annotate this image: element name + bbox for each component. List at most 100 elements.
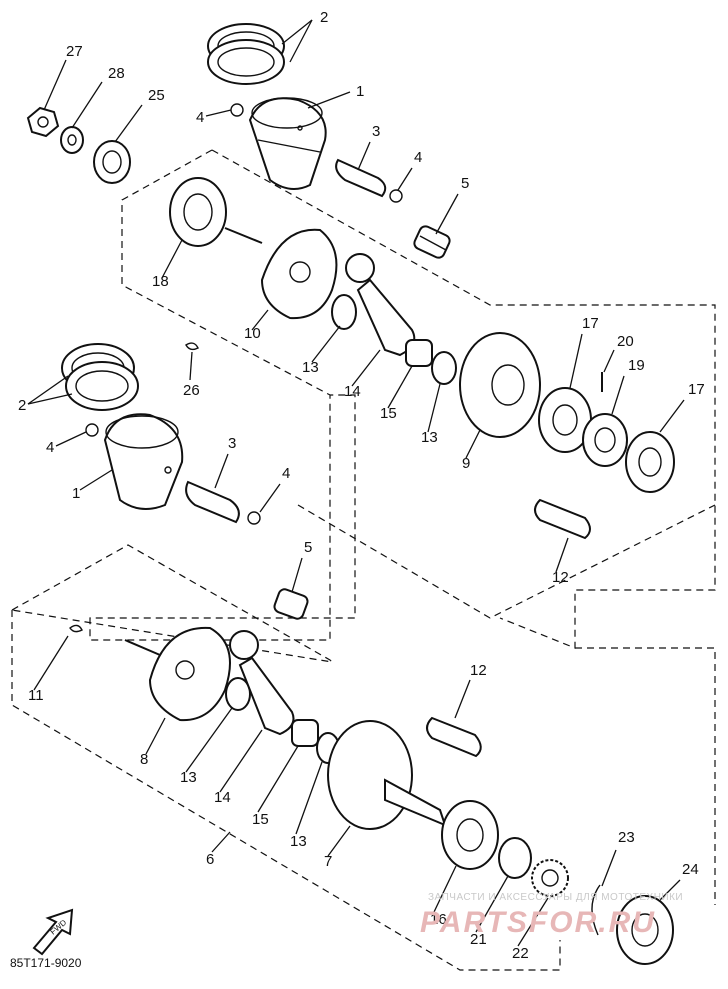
callout-24: 24 [682, 861, 699, 878]
leader-line-3 [214, 453, 229, 489]
crank-pin-lower [426, 716, 482, 758]
circlip-lower [591, 884, 601, 936]
crank-web-lower-left [124, 626, 231, 722]
callout-21: 21 [470, 931, 487, 948]
callout-1: 1 [72, 485, 80, 502]
leader-line-24 [659, 879, 681, 901]
callout-27: 27 [66, 43, 83, 60]
woodruff-key-lower [69, 624, 83, 633]
piston-lower [103, 413, 184, 510]
callout-3: 3 [372, 123, 380, 140]
callout-14: 14 [344, 383, 361, 400]
labyrinth-seal [582, 413, 628, 467]
piston-rings-lower [61, 343, 139, 411]
crank-web-lower-right [327, 720, 447, 830]
leader-line-28 [71, 81, 103, 129]
oil-seal-lower [616, 895, 674, 965]
leader-line-21 [475, 875, 509, 933]
callout-8: 8 [140, 751, 148, 768]
callout-10: 10 [244, 325, 261, 342]
callout-5: 5 [304, 539, 312, 556]
thrust-washer-upper [331, 294, 357, 330]
leader-line-15 [257, 745, 299, 813]
nut [26, 106, 60, 138]
leader-line-1 [79, 469, 113, 491]
center-guide [297, 504, 716, 619]
leader-line-11 [33, 635, 69, 691]
callout-4: 4 [46, 439, 54, 456]
leader-line-18 [161, 239, 183, 279]
leader-line-14 [219, 729, 263, 793]
leader-line-22 [517, 897, 549, 947]
spacer-lower [498, 837, 532, 879]
leader-line-7 [327, 825, 351, 857]
small-end-bearing-upper [413, 225, 451, 259]
small-end-bearing-lower [273, 588, 309, 620]
leader-line-13 [295, 761, 323, 835]
leader-line-27 [43, 59, 67, 111]
piston-pin-upper [335, 158, 387, 198]
callout-23: 23 [618, 829, 635, 846]
leader-line-23 [601, 849, 617, 887]
callout-3: 3 [228, 435, 236, 452]
front-arrow-icon: FWD [32, 908, 74, 956]
watermark-brand: PARTSFOR.RU [420, 906, 656, 939]
woodruff-key-upper [185, 342, 199, 351]
callout-16: 16 [430, 911, 447, 928]
thrust-washer-upper-right [431, 351, 457, 385]
circlip-upper-left [230, 103, 244, 117]
connecting-rod-upper [345, 253, 416, 357]
callout-9: 9 [462, 455, 470, 472]
big-end-bearing-upper [405, 339, 433, 367]
leader-line-5 [435, 193, 459, 235]
callout-25: 25 [148, 87, 165, 104]
callout-13: 13 [180, 769, 197, 786]
callout-2: 2 [320, 9, 328, 26]
piston-upper [248, 97, 327, 190]
leader-line-4 [397, 167, 413, 191]
leader-line-12 [555, 537, 569, 573]
callout-4: 4 [282, 465, 290, 482]
leader-line-4 [205, 109, 232, 117]
leader-line-16 [433, 865, 457, 913]
center-bearing-right [625, 431, 675, 493]
leader-line-17 [569, 333, 583, 389]
callout-18: 18 [152, 273, 169, 290]
callout-26: 26 [183, 382, 200, 399]
callout-1: 1 [356, 83, 364, 100]
leader-line-8 [145, 717, 166, 755]
upper-assembly-boundary [89, 149, 356, 641]
leader-line-13 [427, 383, 441, 433]
callout-17: 17 [582, 315, 599, 332]
callout-13: 13 [421, 429, 438, 446]
callout-19: 19 [628, 357, 645, 374]
leader-line-4 [259, 483, 281, 513]
callout-leaders [27, 19, 685, 947]
leader-line-13 [311, 325, 341, 363]
callout-12: 12 [470, 662, 487, 679]
callout-5: 5 [461, 175, 469, 192]
piston-pin-lower [185, 480, 240, 524]
callout-2: 2 [18, 397, 26, 414]
lower-assembly-outline [11, 610, 561, 971]
callout-14: 14 [214, 789, 231, 806]
crank-web-left [224, 227, 338, 320]
callout-22: 22 [512, 945, 529, 962]
leader-line-2 [281, 19, 313, 45]
connecting-rod-lower [229, 630, 295, 736]
callout-12: 12 [552, 569, 569, 586]
circlip-upper-right [389, 189, 403, 203]
lower-assembly-boundary [11, 544, 334, 663]
callout-28: 28 [108, 65, 125, 82]
big-end-bearing-lower [291, 719, 319, 747]
leader-line-2 [27, 375, 69, 405]
callout-13: 13 [290, 833, 307, 850]
leader-line-3 [357, 141, 371, 171]
circlip-lower-right [247, 511, 261, 525]
callout-13: 13 [302, 359, 319, 376]
callout-11: 11 [28, 687, 44, 704]
thrust-washer-lower [225, 677, 251, 711]
